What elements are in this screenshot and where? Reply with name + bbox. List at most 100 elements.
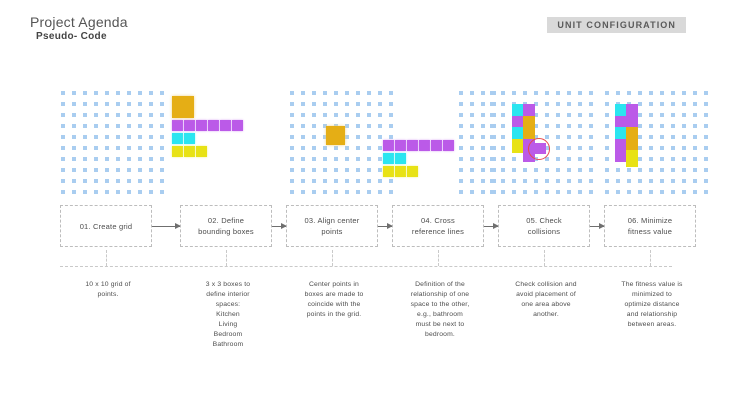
grid-point: [589, 135, 593, 139]
grid-point: [94, 179, 98, 183]
bounding-box-cell: [443, 140, 454, 151]
grid-point: [490, 190, 494, 194]
grid-point: [323, 190, 327, 194]
grid-point: [61, 135, 65, 139]
grid-point: [534, 124, 538, 128]
grid-point: [105, 113, 109, 117]
grid-point: [389, 124, 393, 128]
grid-point: [356, 124, 360, 128]
grid-point: [459, 102, 463, 106]
grid-point: [149, 146, 153, 150]
grid-point: [682, 168, 686, 172]
grid-point: [105, 146, 109, 150]
grid-point: [83, 135, 87, 139]
grid-point: [682, 157, 686, 161]
grid-point: [323, 124, 327, 128]
grid-point: [470, 113, 474, 117]
grid-point: [470, 124, 474, 128]
flow-step-05[interactable]: 05. Check collisions: [498, 205, 590, 247]
grid-point: [534, 190, 538, 194]
grid-point: [459, 179, 463, 183]
flow-step-02[interactable]: 02. Define bounding boxes: [180, 205, 272, 247]
room-block: [512, 104, 523, 116]
flow-step-03[interactable]: 03. Align center points: [286, 205, 378, 247]
grid-point: [470, 91, 474, 95]
grid-point: [578, 102, 582, 106]
grid-point: [627, 168, 631, 172]
diagram-panel-5: [486, 88, 593, 194]
grid-point: [301, 179, 305, 183]
collision-check: [486, 88, 593, 194]
grid-point: [323, 113, 327, 117]
grid-point: [334, 179, 338, 183]
grid-point: [378, 179, 382, 183]
bounding-box-cell: [196, 120, 207, 131]
grid-point: [649, 157, 653, 161]
grid-point: [693, 179, 697, 183]
grid-point: [345, 168, 349, 172]
grid-point: [649, 135, 653, 139]
grid-point: [682, 190, 686, 194]
grid-point: [94, 102, 98, 106]
grid-point: [704, 168, 708, 172]
diagram-panels: [0, 88, 730, 194]
grid-point: [83, 91, 87, 95]
grid-point: [138, 102, 142, 106]
grid-point: [160, 179, 164, 183]
grid-point: [116, 146, 120, 150]
grid-point: [301, 146, 305, 150]
flow-arrow-icon: [590, 223, 605, 229]
grid-point: [356, 146, 360, 150]
grid-point: [638, 113, 642, 117]
flow-step-01[interactable]: 01. Create grid: [60, 205, 152, 247]
grid-point: [589, 124, 593, 128]
grid-point: [334, 113, 338, 117]
grid-point: [671, 157, 675, 161]
grid-point: [704, 135, 708, 139]
grid-point: [682, 113, 686, 117]
caption-drop-line: [650, 250, 651, 266]
diagram-panel-6: [601, 88, 708, 194]
grid-point: [492, 113, 496, 117]
grid-point: [660, 179, 664, 183]
grid-point: [512, 91, 516, 95]
grid-point: [534, 168, 538, 172]
grid-point: [638, 179, 642, 183]
flow-step-06[interactable]: 06. Minimize fitness value: [604, 205, 696, 247]
grid-point: [356, 190, 360, 194]
grid-point: [638, 190, 642, 194]
bounding-box-cell: [395, 140, 406, 151]
process-flow: 01. Create grid 02. Define bounding boxes…: [0, 205, 730, 250]
collision-marker-icon: [528, 138, 550, 160]
bounding-box-cell: [208, 120, 219, 131]
grid-point: [301, 113, 305, 117]
grid-point: [682, 124, 686, 128]
grid-point: [149, 124, 153, 128]
grid-point: [704, 124, 708, 128]
grid-point: [490, 179, 494, 183]
grid-point: [72, 135, 76, 139]
grid-point: [72, 146, 76, 150]
grid-point: [501, 113, 505, 117]
grid-point: [334, 190, 338, 194]
flow-step-04[interactable]: 04. Cross reference lines: [392, 205, 484, 247]
step-caption-01: 10 x 10 grid of points.: [85, 281, 131, 298]
grid-point: [556, 179, 560, 183]
grid-point: [389, 113, 393, 117]
grid-point: [578, 146, 582, 150]
grid-point: [523, 91, 527, 95]
grid-point: [605, 102, 609, 106]
grid-point: [492, 157, 496, 161]
grid-point: [94, 190, 98, 194]
grid-point: [72, 179, 76, 183]
grid-point: [459, 135, 463, 139]
grid-point: [345, 124, 349, 128]
grid-point: [638, 135, 642, 139]
grid-point: [149, 91, 153, 95]
grid-point: [83, 179, 87, 183]
grid-point: [301, 91, 305, 95]
grid-point: [649, 168, 653, 172]
grid-point: [323, 146, 327, 150]
grid-point: [290, 146, 294, 150]
grid-point: [490, 124, 494, 128]
